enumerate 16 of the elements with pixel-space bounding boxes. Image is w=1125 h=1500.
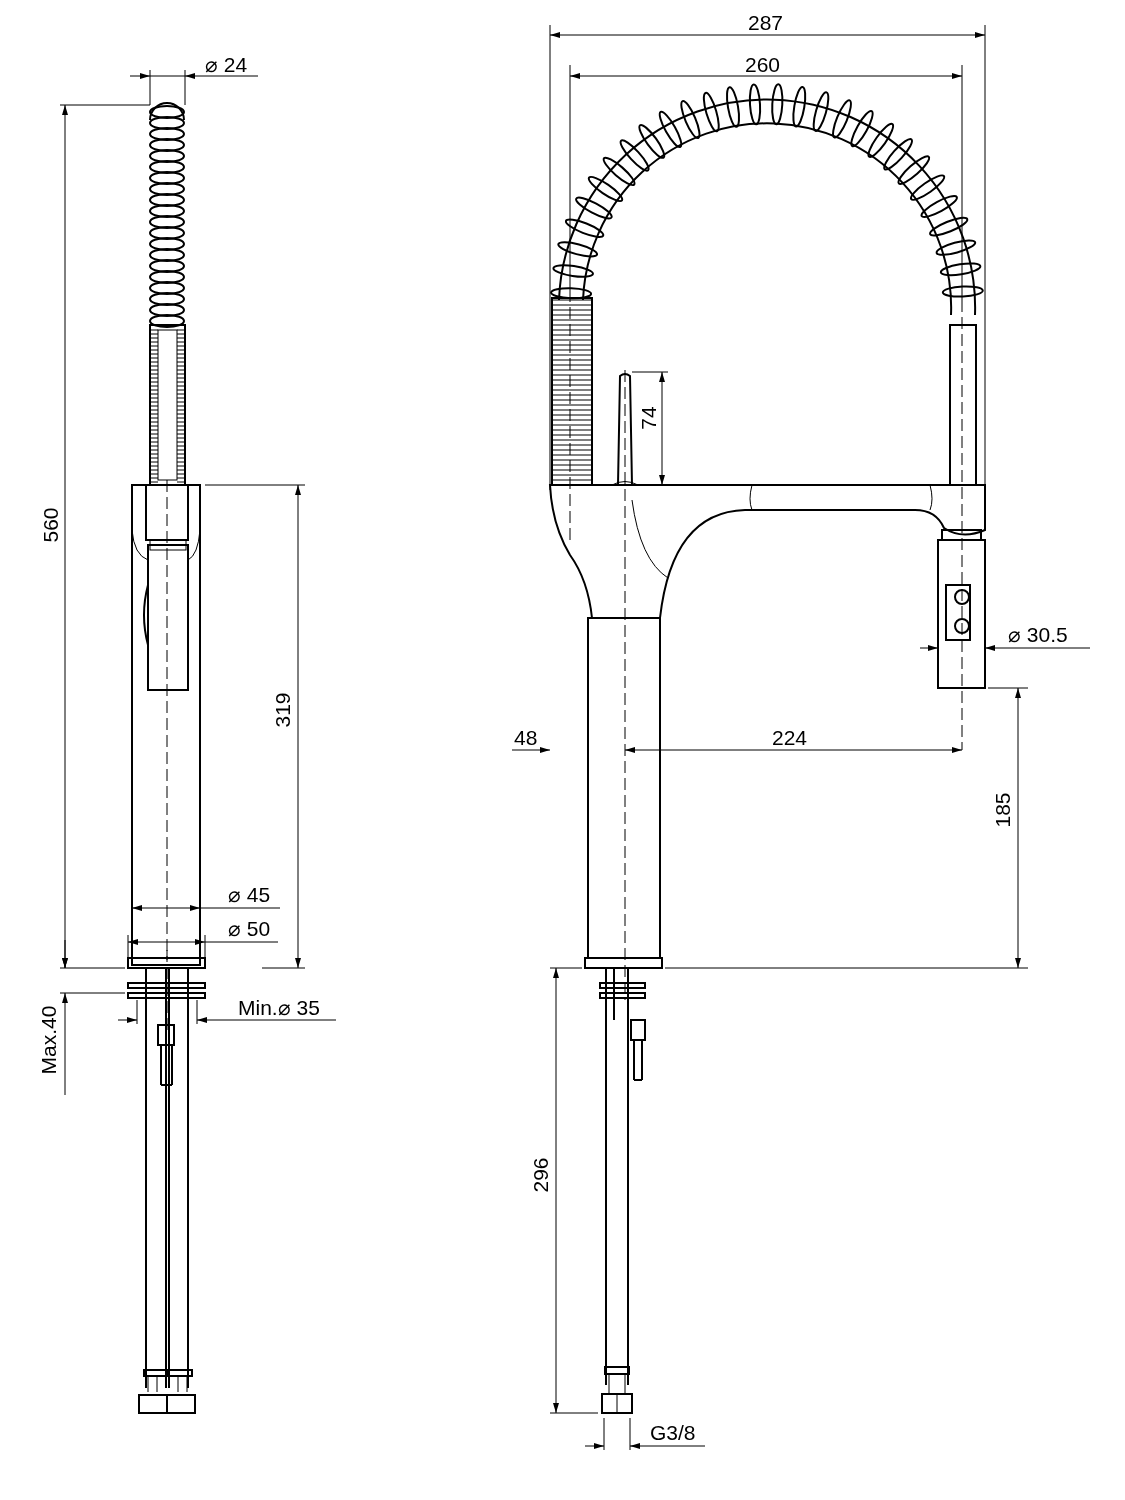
dimension-value: 48 [514,727,538,748]
dimension-value: 287 [748,12,784,33]
dimension-value: ⌀ 24 [205,54,248,75]
dimension-value: Min.⌀ 35 [238,997,320,1018]
dimension-value: 224 [772,727,808,748]
dimension-value: Max.40 [38,1005,59,1075]
dimension-value: G3/8 [650,1422,696,1443]
dimension-value: 185 [992,792,1013,828]
dimension-value: ⌀ 45 [228,884,271,905]
dimension-value: ⌀ 30.5 [1008,624,1068,645]
dimension-value: 319 [272,692,293,728]
dimension-value: 560 [40,507,61,543]
dimension-value: 260 [745,54,781,75]
dimension-value: ⌀ 50 [228,918,271,939]
dimension-value: 296 [530,1157,551,1193]
dimension-value: 74 [638,406,659,430]
